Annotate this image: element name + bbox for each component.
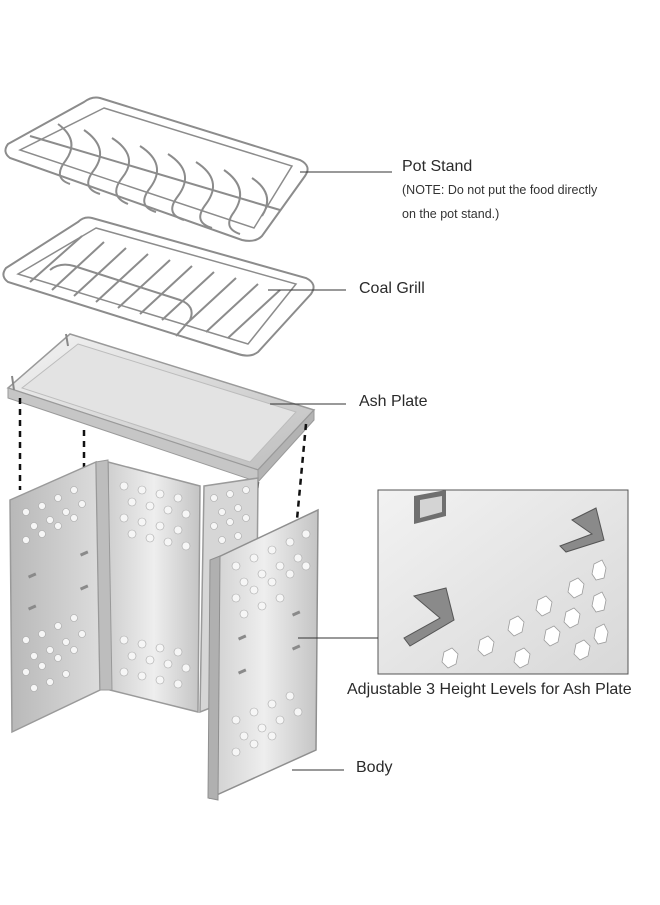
ash-plate-label: Ash Plate: [359, 393, 428, 410]
pot-stand-note-line2: on the pot stand.): [402, 207, 500, 221]
coal-grill: [2, 216, 315, 357]
stove-body: [9, 459, 319, 801]
pot-stand: [4, 96, 309, 242]
height-levels-inset: [377, 489, 629, 675]
body-label: Body: [356, 759, 393, 776]
ash-plate: [6, 333, 316, 484]
coal-grill-label: Coal Grill: [359, 280, 425, 297]
pot-stand-label: Pot Stand: [402, 158, 473, 175]
pot-stand-note-line1: (NOTE: Do not put the food directly: [402, 183, 598, 197]
leader-lines: [268, 171, 392, 771]
height-levels-label: Adjustable 3 Height Levels for Ash Plate: [347, 681, 632, 698]
